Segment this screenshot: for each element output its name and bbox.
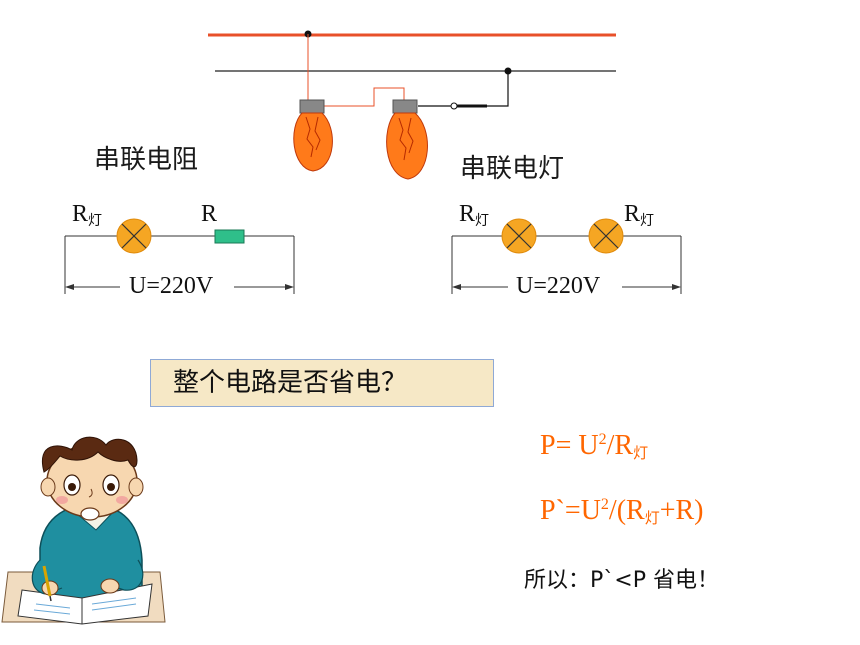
f2-mid: /(R bbox=[608, 495, 645, 526]
formula-power-series: P`=U2/(R灯+R) bbox=[540, 495, 704, 528]
question-box: 整个电路是否省电？ bbox=[150, 359, 494, 407]
label-series-lamp: 串联电灯 bbox=[460, 154, 565, 184]
left-lamp-label-main: R bbox=[72, 201, 89, 227]
left-voltage-label: U=220V bbox=[125, 273, 218, 300]
f2-left: P`=U bbox=[540, 495, 601, 526]
f2-sup: 2 bbox=[600, 496, 609, 513]
resistor-label: R bbox=[201, 201, 218, 227]
label-series-resistor: 串联电阻 bbox=[94, 145, 199, 175]
right-lamp-1-symbol bbox=[501, 218, 537, 254]
right-lamp-1-label: R灯 bbox=[459, 201, 489, 230]
f1-sub: 灯 bbox=[633, 444, 649, 462]
left-circuit bbox=[64, 235, 295, 294]
right-lamp-2-symbol bbox=[588, 218, 624, 254]
right-voltage-label: U=220V bbox=[512, 273, 605, 300]
right-lamp-1-label-main: R bbox=[459, 201, 476, 227]
switch-return-wire bbox=[487, 71, 509, 107]
left-lamp-symbol bbox=[116, 218, 152, 254]
f2-sub: 灯 bbox=[644, 509, 660, 527]
student-writing-illustration bbox=[1, 436, 166, 625]
bulb-1-icon bbox=[293, 99, 333, 172]
f1-sup: 2 bbox=[598, 431, 607, 448]
right-lamp-1-label-sub: 灯 bbox=[475, 213, 490, 229]
right-circuit bbox=[451, 235, 682, 294]
f1-left: P= U bbox=[540, 430, 599, 461]
left-lamp-label-sub: 灯 bbox=[88, 213, 103, 229]
switch-terminal bbox=[450, 102, 458, 110]
left-lamp-label: R灯 bbox=[72, 201, 102, 230]
bulb-2-icon bbox=[386, 99, 428, 180]
formula-power-one-lamp: P= U2/R灯 bbox=[540, 430, 648, 463]
bulb-link-wire bbox=[324, 87, 405, 107]
f2-right: +R) bbox=[659, 495, 704, 526]
f1-mid: /R bbox=[606, 430, 634, 461]
right-lamp-2-label-sub: 灯 bbox=[640, 213, 655, 229]
resistor-symbol bbox=[214, 229, 245, 244]
conclusion-text: 所以：P`<P 省电！ bbox=[524, 568, 719, 593]
right-lamp-2-label: R灯 bbox=[624, 201, 654, 230]
right-lamp-2-label-main: R bbox=[624, 201, 641, 227]
